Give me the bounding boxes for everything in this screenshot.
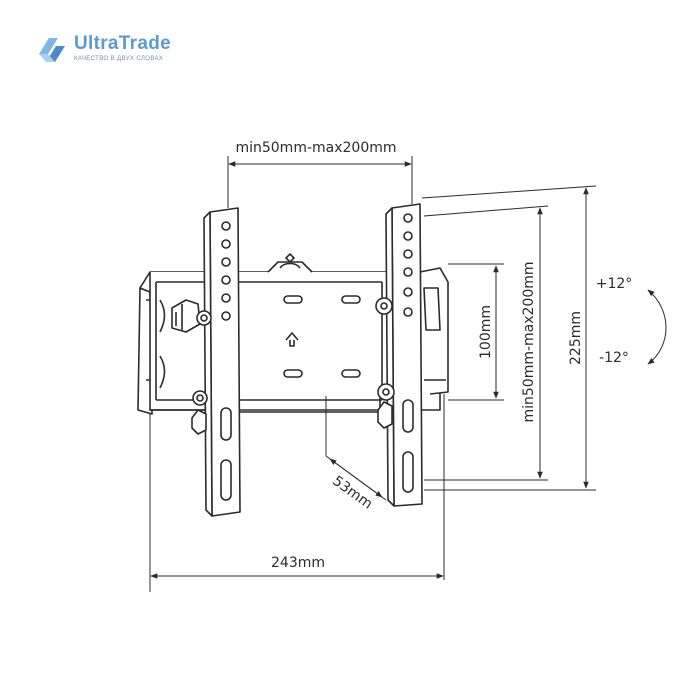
mount-illustration <box>137 203 449 517</box>
top-hook <box>267 253 313 273</box>
tilt-up-label: +12° <box>596 276 633 292</box>
tilt-down-label: -12° <box>599 350 629 366</box>
vertical-spacing-label: min50mm-max200mm <box>521 261 537 422</box>
brand-logo: UltraTrade КАЧЕСТВО В ДВУХ СЛОВАХ <box>36 34 171 66</box>
left-arm <box>203 207 241 517</box>
depth-label: 53mm <box>329 473 375 512</box>
inner-height-label: 100mm <box>478 305 494 359</box>
brand-name: UltraTrade <box>74 33 171 54</box>
tilt-arc-icon <box>647 289 667 365</box>
brand-tagline: КАЧЕСТВО В ДВУХ СЛОВАХ <box>74 56 164 62</box>
overall-height-label: 225mm <box>568 311 584 365</box>
plate-slots <box>283 295 361 378</box>
tilt-knobs <box>171 297 395 435</box>
dimension-lines <box>149 156 667 592</box>
right-arm <box>385 203 423 507</box>
up-arrow-icon <box>285 332 299 347</box>
ultratrade-logo-icon <box>39 38 65 62</box>
overall-width-label: 243mm <box>271 555 325 571</box>
horizontal-spacing-label: min50mm-max200mm <box>235 140 396 156</box>
